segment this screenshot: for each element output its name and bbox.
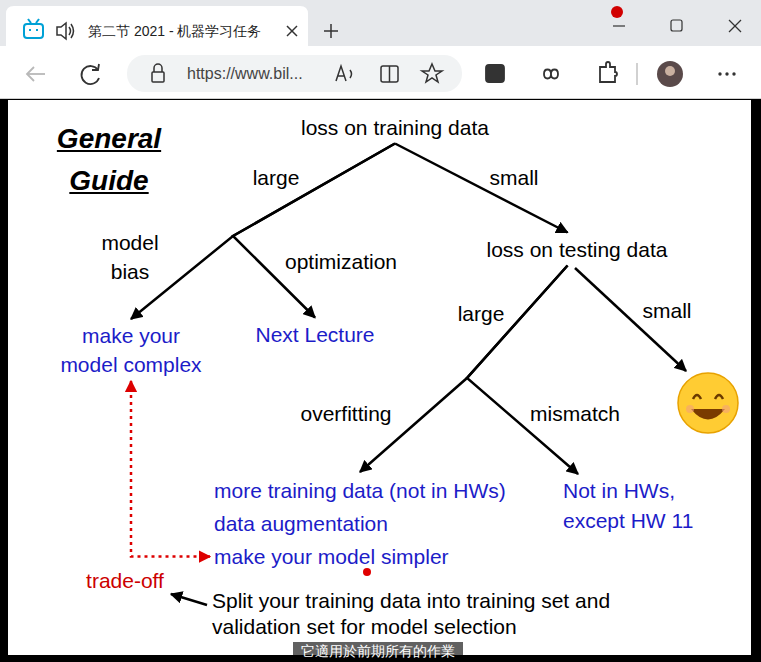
edge-label: overfitting [300,399,391,428]
branch-label: large [458,299,505,328]
active-tab [6,6,308,46]
node-text: more training data (not in HWs) [214,474,506,507]
speaker-icon [57,23,74,39]
profile-avatar-face [665,66,675,76]
site-icon [24,19,43,38]
node-text: data augmentation [214,507,506,540]
notification-icon [611,6,623,18]
connector [131,381,210,557]
back-icon [27,67,45,81]
tree-node: loss on testing data [483,233,672,266]
tab-close-icon [287,26,297,36]
edge-label: optimization [285,247,397,276]
note-text: Split your training data into training s… [212,588,692,640]
tab-title: 第二节 2021 - 机器学习任务 [88,22,261,40]
trade-off-label: trade-off [86,566,164,595]
window-controls [613,20,741,32]
node-text: loss on testing data [487,235,668,264]
toolbar-icons [486,62,637,85]
node-text: make your model simpler [214,540,506,573]
url-text: https://www.bil... [187,64,303,84]
connector [360,266,568,473]
edge-label: small [489,163,538,192]
cursor-dot [363,568,371,576]
connector [467,266,578,475]
profile-avatar [657,61,683,87]
menu-icon [718,72,735,75]
refresh-icon [82,64,99,84]
video-subtitle: 它適用於前期所有的作業 [293,642,463,661]
branch-label: large [253,163,300,192]
action-node: Next Lecture [251,318,378,351]
tree-node: loss on training data [297,111,493,144]
smiley-emoji [678,373,738,433]
new-tab-icon [324,24,338,38]
address-bar [127,55,462,92]
address-icons [336,64,442,82]
node-text: loss on training data [301,113,489,142]
connector [395,144,568,233]
lock-icon [152,64,164,82]
edge-label: model bias [93,228,168,286]
tab-strip [0,0,761,46]
video-frame [0,99,761,662]
slide-background [8,100,751,655]
action-list: more training data (not in HWs)data augm… [210,472,510,575]
node-text: make your model complex [56,321,206,379]
connector [131,144,395,320]
slide-title: General Guide [48,118,170,202]
branch-label: small [642,296,691,325]
node-text: Next Lecture [255,320,374,349]
toolbar [0,46,761,99]
node-text: Not in HWs, except HW 11 [563,476,699,536]
leader-arrow [171,594,207,605]
toolbar-border [0,98,761,99]
action-node: Not in HWs, except HW 11 [559,474,703,538]
action-node: make your model complex [52,319,210,381]
connector [233,144,395,318]
edge-label: mismatch [530,399,620,428]
